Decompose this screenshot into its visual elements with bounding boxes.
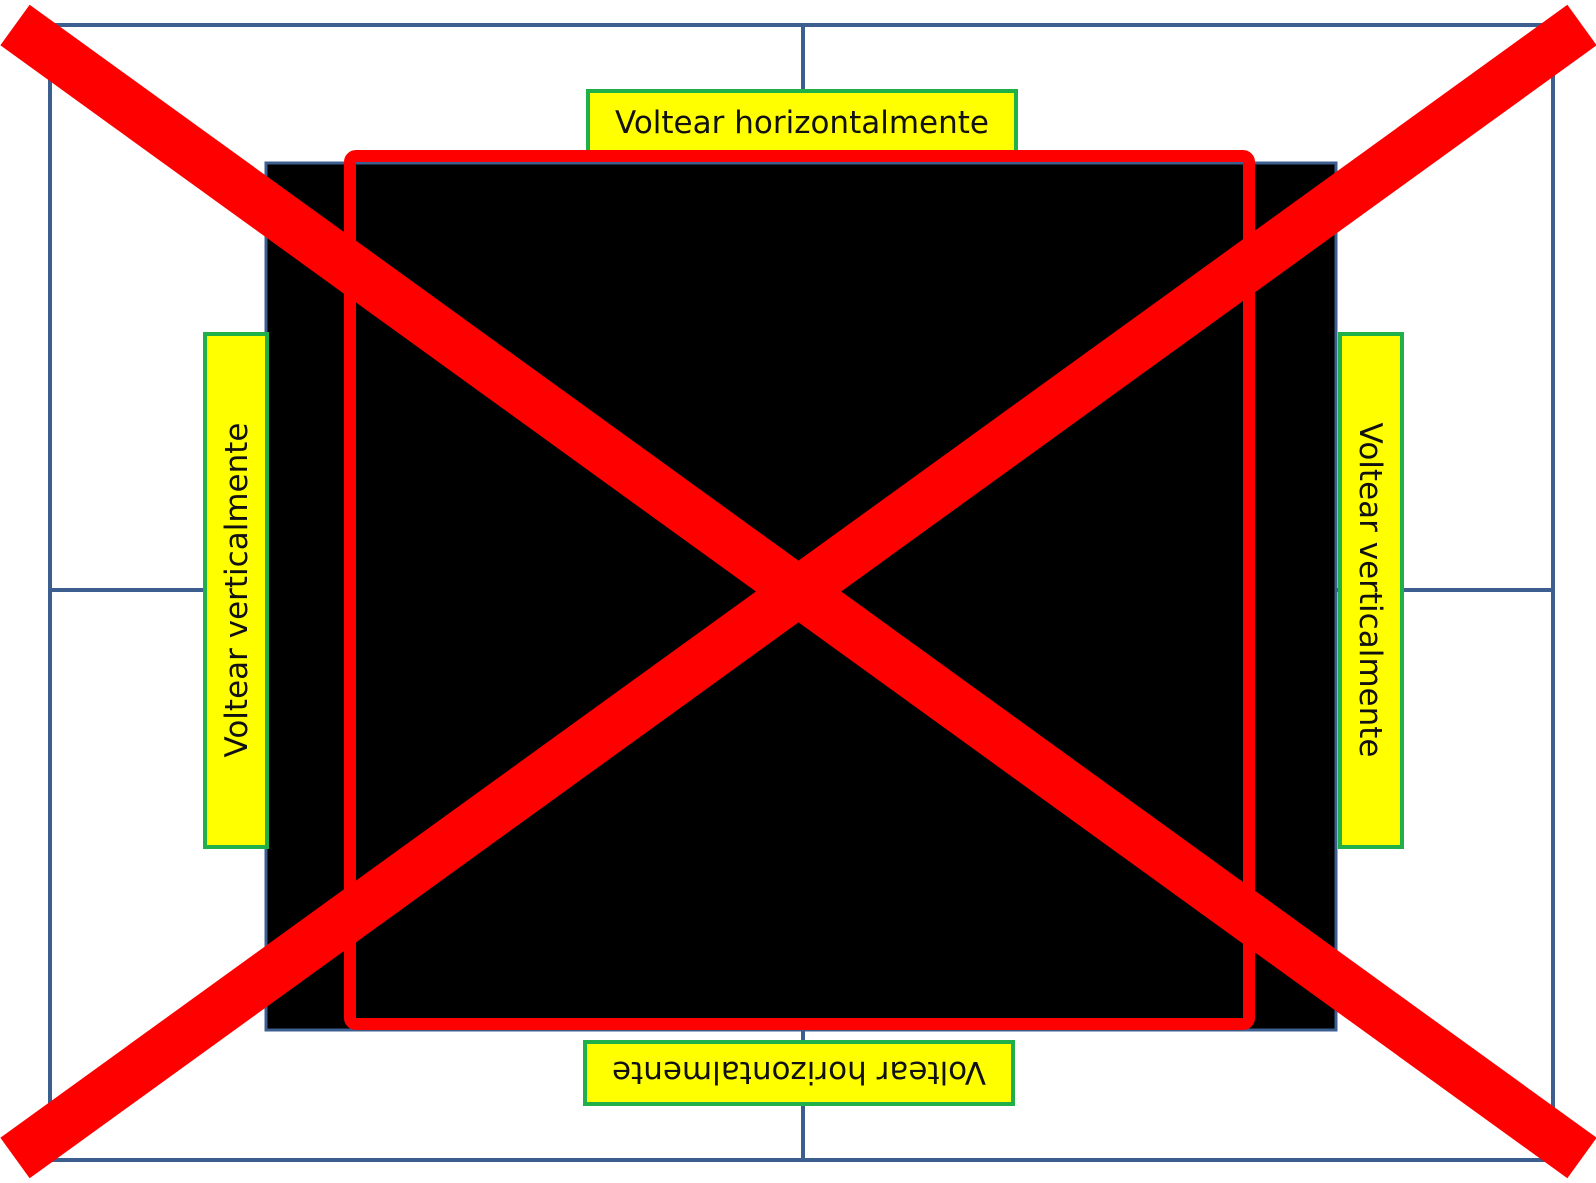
- cross-line-2: [0, 4, 1596, 1179]
- x-mark-icon: [0, 4, 1596, 1179]
- bottom-flip-label: Voltear horizontalmente: [583, 1040, 1015, 1106]
- top-label-text: Voltear horizontalmente: [615, 105, 989, 141]
- right-flip-label: Voltear verticalmente: [1338, 332, 1404, 849]
- left-flip-label: Voltear verticalmente: [203, 332, 269, 849]
- right-label-box: [1338, 332, 1404, 849]
- top-flip-label: Voltear horizontalmente: [586, 89, 1018, 159]
- bottom-label-box: [583, 1040, 1015, 1106]
- left-label-box: [203, 332, 269, 849]
- right-label-text: Voltear verticalmente: [1352, 423, 1388, 758]
- red-frame: [344, 150, 1255, 1030]
- left-label-text: Voltear verticalmente: [219, 423, 255, 758]
- top-label-box: [586, 89, 1018, 159]
- bottom-label-text: Voltear horizontalmente: [612, 1054, 986, 1090]
